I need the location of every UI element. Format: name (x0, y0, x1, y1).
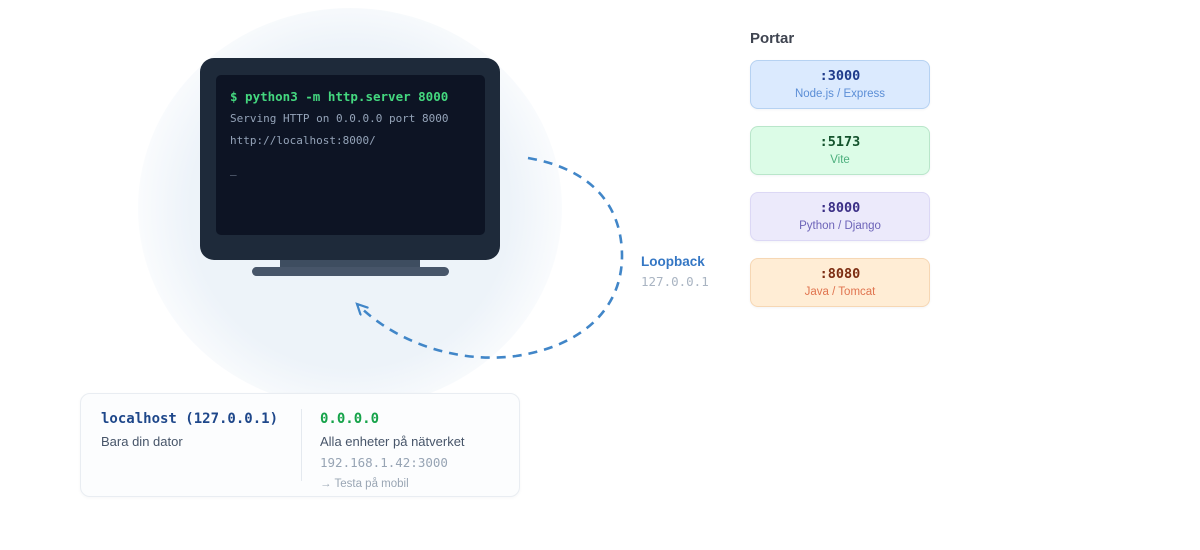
terminal-screen: $ python3 -m http.server 8000 Serving HT… (216, 75, 485, 235)
mobile-test-hint: → Testa på mobil (320, 478, 409, 490)
anyhost-column: 0.0.0.0 Alla enheter på nätverket 192.16… (302, 407, 519, 490)
terminal-cursor: _ (230, 163, 237, 176)
port-label: Python / Django (799, 220, 881, 232)
ports-panel: Portar :3000 Node.js / Express :5173 Vit… (750, 30, 930, 324)
localhost-subtitle: Bara din dator (101, 434, 183, 449)
terminal-output-line-2: http://localhost:8000/ (230, 134, 376, 147)
port-number: :3000 (819, 68, 861, 84)
port-label: Vite (830, 154, 850, 166)
port-number: :5173 (819, 134, 861, 150)
anyhost-title: 0.0.0.0 (320, 411, 380, 427)
terminal-output-line-1: Serving HTTP on 0.0.0.0 port 8000 (230, 112, 449, 125)
loopback-ip: 127.0.0.1 (641, 274, 709, 289)
loopback-label: Loopback 127.0.0.1 (641, 253, 709, 290)
computer-monitor: $ python3 -m http.server 8000 Serving HT… (200, 58, 500, 260)
network-address: 192.168.1.42:3000 (320, 455, 448, 470)
anyhost-subtitle: Alla enheter på nätverket (320, 434, 465, 449)
port-number: :8080 (819, 266, 861, 282)
port-badge-8080: :8080 Java / Tomcat (750, 258, 930, 307)
localhost-column: localhost (127.0.0.1) Bara din dator (81, 407, 301, 483)
port-label: Node.js / Express (794, 88, 886, 100)
port-badge-8000: :8000 Python / Django (750, 192, 930, 241)
monitor-stand-base (252, 267, 449, 276)
terminal-command-line: $ python3 -m http.server 8000 (230, 89, 449, 104)
localhost-title: localhost (127.0.0.1) (101, 411, 279, 427)
monitor-stand-neck (280, 260, 420, 268)
port-badge-3000: :3000 Node.js / Express (750, 60, 930, 109)
port-badge-5173: :5173 Vite (750, 126, 930, 175)
port-number: :8000 (819, 200, 861, 216)
port-label: Java / Tomcat (804, 286, 876, 298)
ports-panel-title: Portar (750, 30, 795, 47)
info-card: localhost (127.0.0.1) Bara din dator 0.0… (80, 393, 520, 497)
card-divider (301, 409, 302, 481)
loopback-title: Loopback (641, 254, 705, 269)
